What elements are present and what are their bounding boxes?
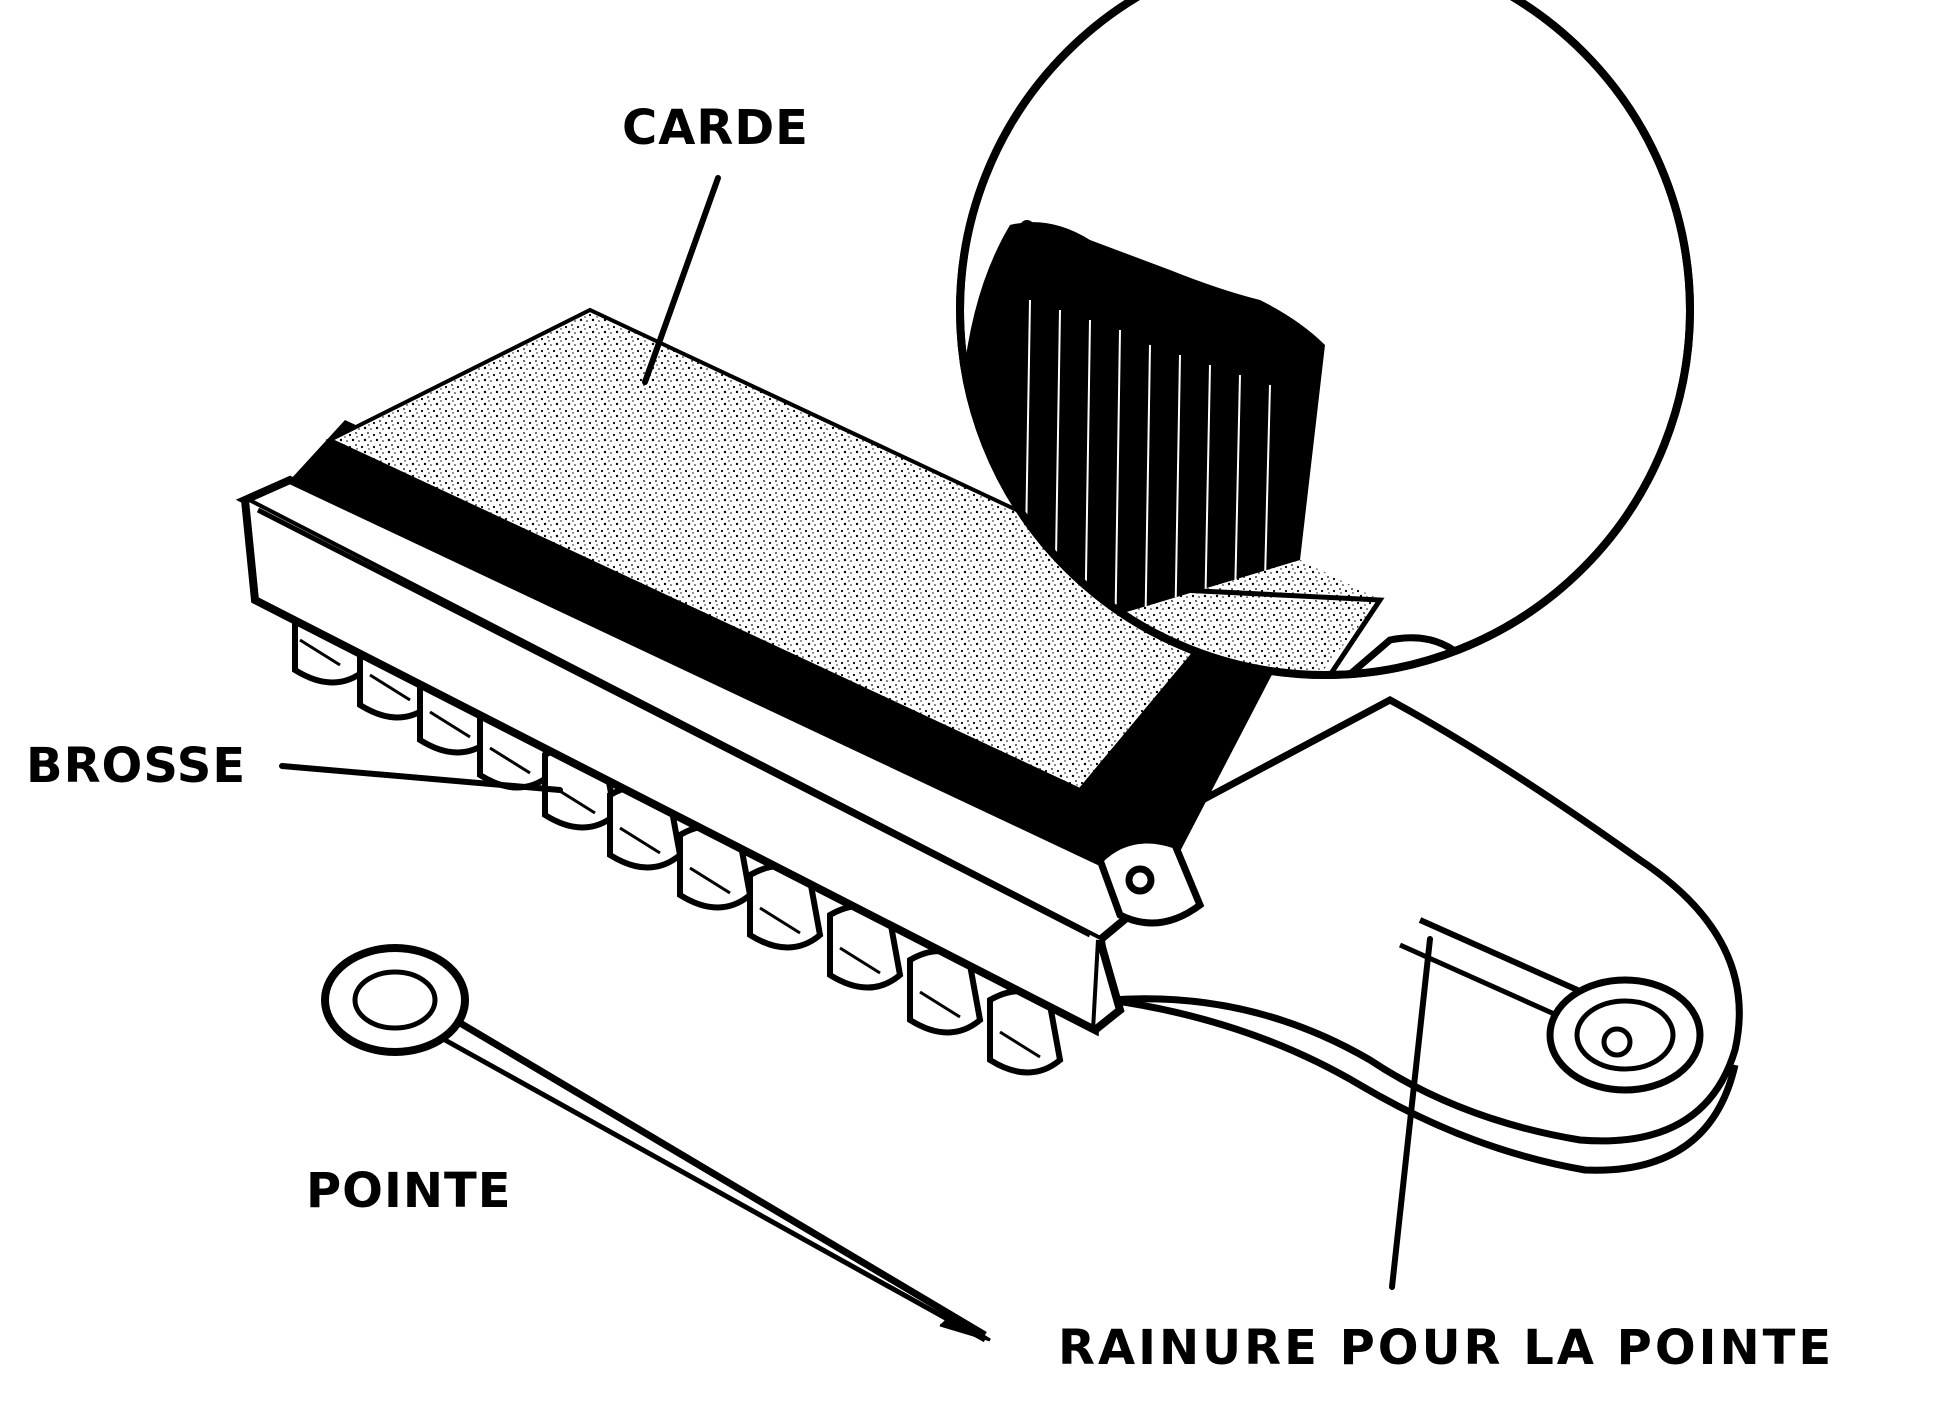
label-pointe: POINTE <box>306 1163 512 1219</box>
brush-base <box>235 475 1168 1037</box>
leader-lines <box>279 175 1433 1290</box>
leader-brosse <box>279 763 563 793</box>
magnifier <box>956 0 1694 679</box>
leader-rainure <box>1389 936 1433 1290</box>
pivot <box>1095 836 1205 927</box>
label-brosse: BROSSE <box>26 738 247 794</box>
card-surface <box>290 307 1290 890</box>
label-rainure: RAINURE POUR LA POINTE <box>1058 1320 1835 1376</box>
label-carde: CARDE <box>622 100 809 156</box>
pointe-needle <box>321 944 991 1343</box>
handle <box>1086 696 1743 1174</box>
leader-carde <box>642 175 721 385</box>
groove <box>1418 917 1602 1003</box>
